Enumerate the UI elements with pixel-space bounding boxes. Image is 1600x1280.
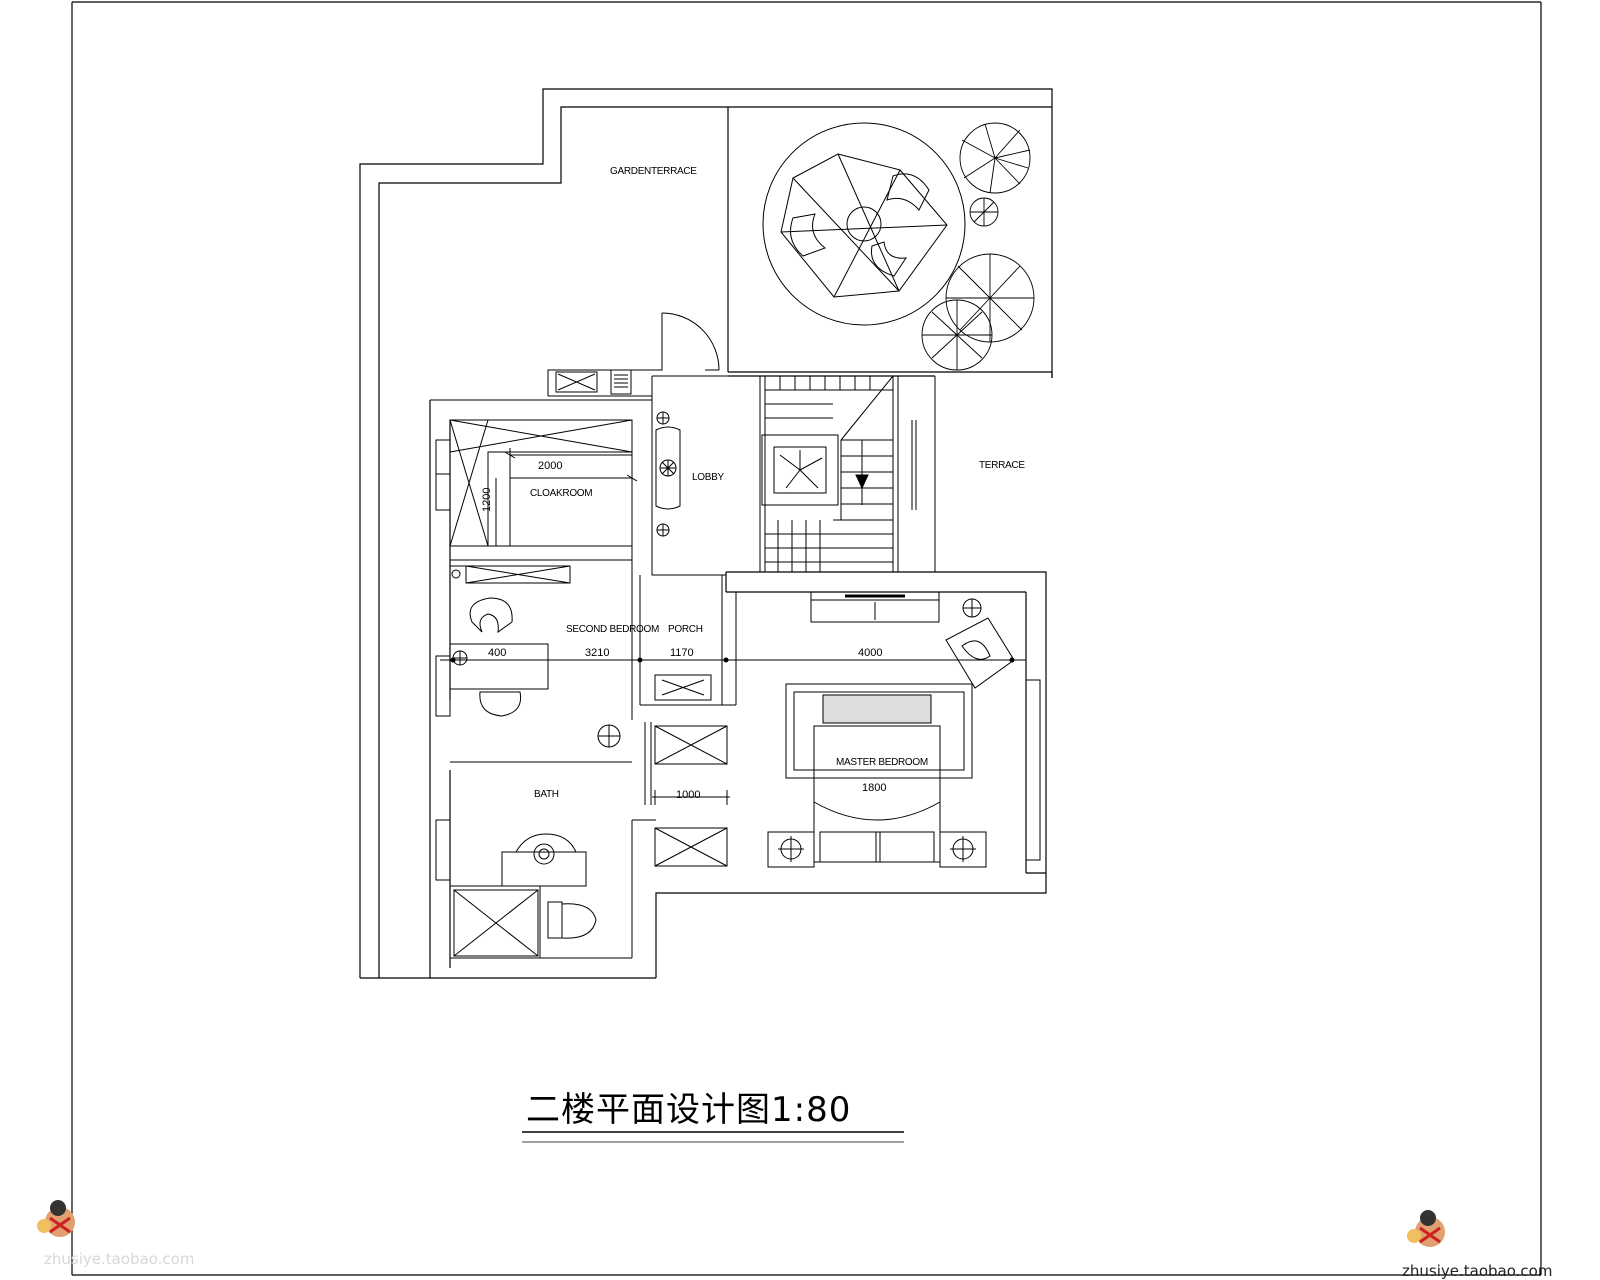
dim-cloak-depth: 1200 — [481, 488, 493, 512]
bath — [450, 819, 656, 959]
drawing-frame — [71, 1, 1542, 1276]
master-bedroom — [767, 591, 1041, 868]
dim-cloak-width: 2000 — [538, 460, 562, 472]
label-master-bedroom: MASTER BEDROOM — [836, 757, 928, 768]
cloakroom — [430, 399, 652, 584]
kitchenette — [547, 312, 720, 397]
dim-closet: 1000 — [676, 789, 700, 801]
mascot-logo-left — [37, 1200, 75, 1237]
dim-bed-width: 1800 — [862, 782, 886, 794]
porch-closets — [639, 575, 737, 867]
label-bath: BATH — [534, 789, 559, 800]
title-underline — [522, 1131, 904, 1143]
label-cloakroom: CLOAKROOM — [530, 488, 592, 499]
dim-porch: 1170 — [670, 647, 694, 659]
drawing-title: 二楼平面设计图1:80 — [526, 1090, 852, 1130]
mascot-logo-right — [1407, 1210, 1445, 1247]
second-bedroom — [435, 575, 1026, 881]
label-second-bedroom: SECOND BEDROOM — [566, 624, 659, 635]
dim-master: 4000 — [858, 647, 882, 659]
terrace-plants — [921, 122, 1035, 371]
watermark-url-faint: zhusiye.taobao.com — [44, 1250, 195, 1268]
label-terrace: TERRACE — [979, 460, 1025, 471]
terrace-umbrella-table — [762, 122, 966, 326]
exterior-walls — [359, 88, 1053, 979]
label-lobby: LOBBY — [692, 472, 724, 483]
dim-second-bedroom: 3210 — [585, 647, 609, 659]
dim-desk: 400 — [488, 647, 506, 659]
lobby-stairs — [651, 375, 936, 576]
label-garden-terrace: GARDENTERRACE — [610, 166, 697, 177]
watermark-url: zhusiye.taobao.com — [1402, 1262, 1553, 1280]
label-porch: PORCH — [668, 624, 703, 635]
